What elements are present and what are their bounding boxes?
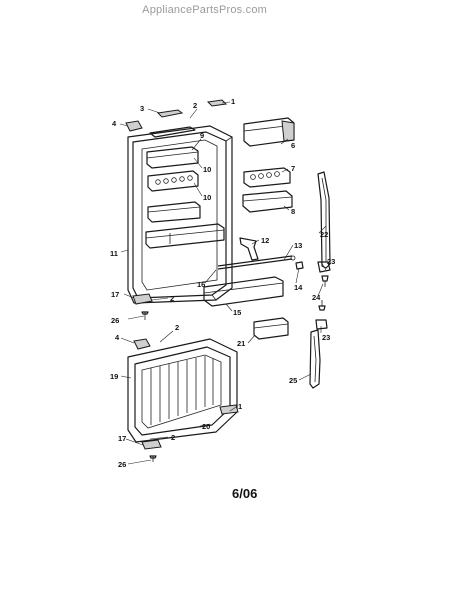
shelf-cap (295, 261, 304, 270)
hinge-bracket-left (125, 120, 143, 132)
handle-clip-upper (317, 261, 331, 273)
egg-tray (243, 167, 291, 188)
callout-1-top: 1 (231, 97, 235, 106)
shelf-rod (217, 255, 296, 270)
callout-3: 3 (140, 104, 144, 113)
callout-11: 11 (110, 249, 118, 258)
callout-19: 19 (110, 372, 118, 381)
callout-21: 21 (237, 339, 245, 348)
door-bin-bottom (145, 223, 225, 249)
handle-clip-lower (315, 319, 328, 330)
callout-23-upper: 23 (327, 257, 335, 266)
callout-2-top: 2 (193, 101, 197, 110)
callout-2-freezer-bottom: 2 (171, 433, 175, 442)
freezer-hinge-top (133, 338, 151, 350)
freezer-door-assembly (127, 338, 238, 443)
callout-6: 6 (291, 141, 295, 150)
callout-9: 9 (200, 131, 204, 140)
callout-10-lower: 10 (203, 193, 211, 202)
callout-26-lower: 26 (118, 460, 126, 469)
callout-16: 16 (197, 280, 205, 289)
callout-8: 8 (291, 207, 295, 216)
watermark-text: AppliancePartsPros.com (142, 4, 267, 16)
callout-labels: 1 2 3 4 9 6 7 8 10 10 11 12 13 14 15 16 … (110, 97, 335, 469)
freezer-hinge-pin (149, 455, 157, 462)
callout-24: 24 (312, 293, 321, 302)
callout-17-upper: 17 (111, 290, 119, 299)
callout-26-upper: 26 (111, 316, 119, 325)
small-bin (253, 317, 289, 340)
leader-lines (119, 101, 327, 465)
freezer-hinge-bottom-right (219, 404, 239, 415)
cantilever-bracket (239, 237, 259, 261)
door-handle-trim (317, 171, 331, 269)
bottom-hinge-upper (132, 293, 153, 305)
callout-7: 7 (291, 164, 295, 173)
handle-screw-2 (318, 300, 326, 311)
callout-13: 13 (294, 241, 302, 250)
diagram-date-code: 6/06 (232, 486, 258, 501)
callout-17-lower: 17 (118, 434, 126, 443)
upper-door-assembly (127, 125, 233, 304)
callout-2-freezer-top: 2 (175, 323, 179, 332)
callout-22: 22 (320, 230, 328, 239)
handle-screw (321, 275, 329, 287)
door-shelf-lower (147, 201, 201, 223)
door-egg-shelf (147, 170, 199, 192)
callout-2-upper-bottom: 2 (170, 294, 174, 303)
top-hinge-cap (156, 109, 184, 118)
callout-23-lower: 23 (322, 333, 330, 342)
callout-1-freezer: 1 (238, 402, 242, 411)
callout-15: 15 (233, 308, 241, 317)
freezer-hinge-bottom-left (141, 439, 162, 450)
callout-20: 20 (202, 422, 210, 431)
callout-14: 14 (294, 283, 303, 292)
site-watermark: AppliancePartsPros.com (0, 4, 463, 16)
door-shelf-upper (146, 146, 199, 169)
callout-12: 12 (261, 236, 269, 245)
large-door-shelf (203, 276, 284, 307)
dairy-bin-cover (243, 117, 295, 147)
freezer-door-liner-ribs (150, 356, 214, 425)
callout-25: 25 (289, 376, 297, 385)
callout-4-upper: 4 (112, 119, 117, 128)
hinge-pin-upper (141, 311, 149, 320)
door-bin (242, 190, 293, 213)
top-hinge (206, 99, 228, 107)
callout-4-lower: 4 (115, 333, 120, 342)
callout-10-upper: 10 (203, 165, 211, 174)
freezer-door-handle (309, 329, 321, 389)
